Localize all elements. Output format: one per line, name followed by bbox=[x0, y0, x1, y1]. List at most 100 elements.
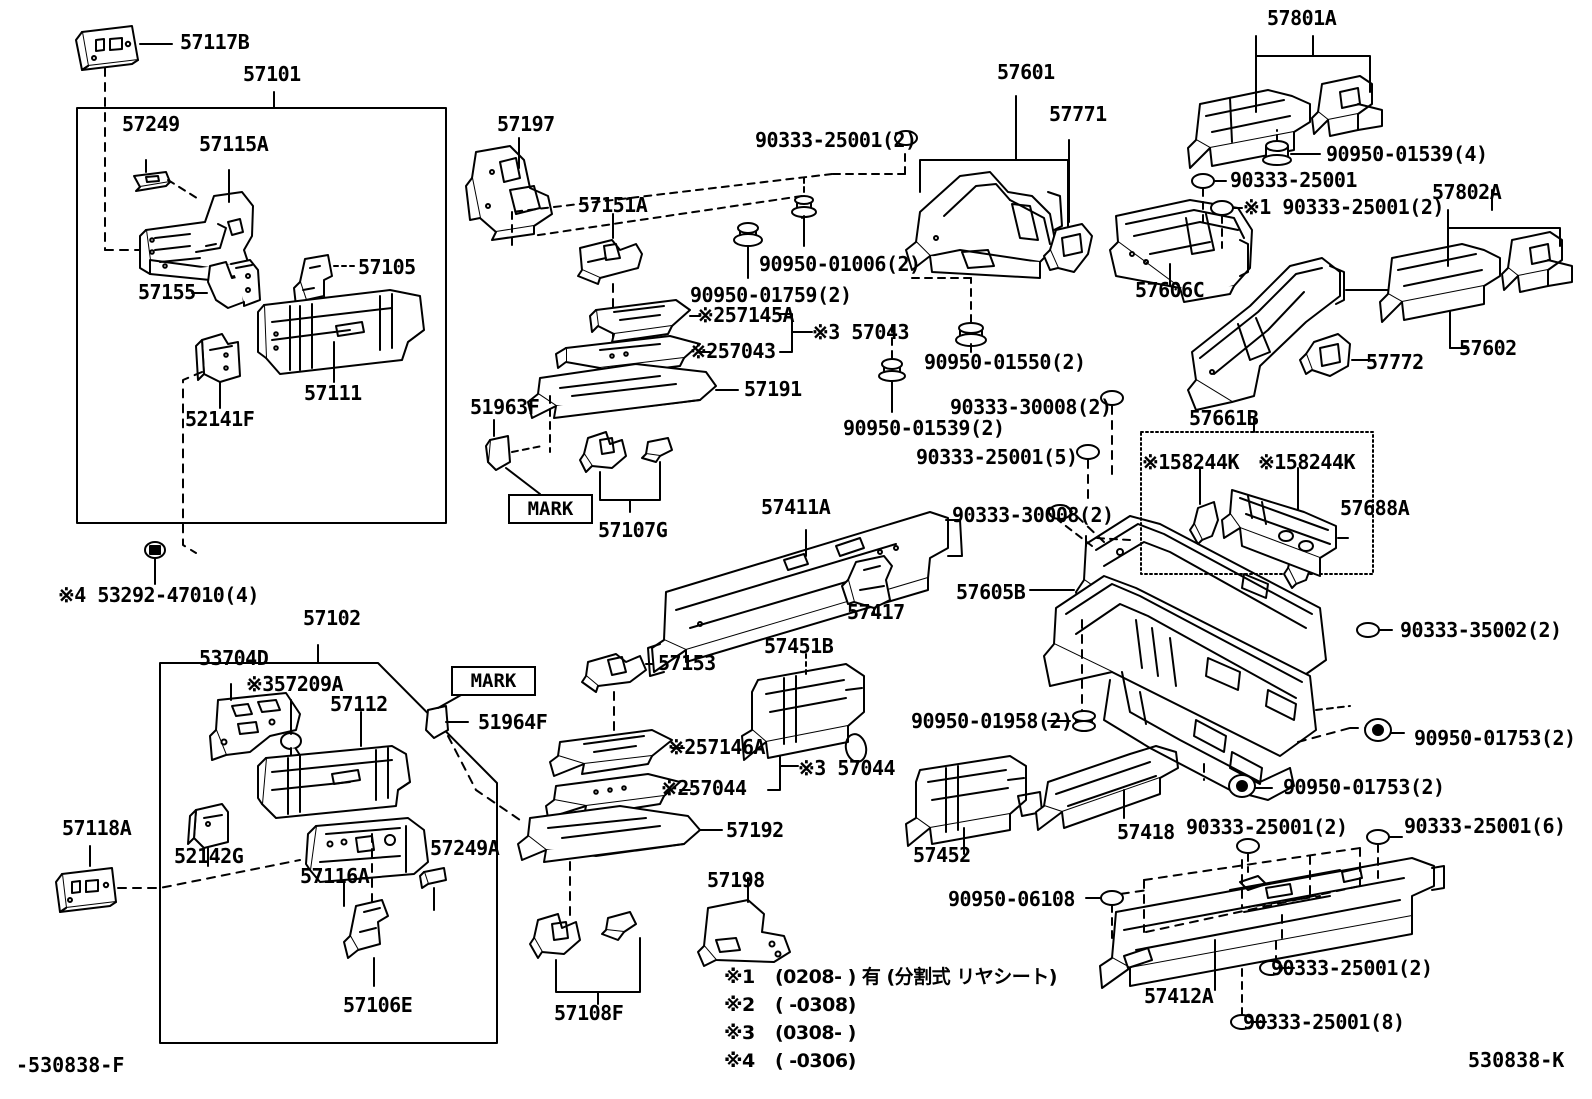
fastener-shape-90333-25001-6 bbox=[1366, 829, 1390, 845]
part-shape-57688A bbox=[1221, 489, 1337, 577]
part-label-57106E: 57106E bbox=[343, 993, 413, 1017]
part-label-57044-a: ※257044 bbox=[661, 776, 747, 800]
part-label-53292-47010: ※4 53292-47010(4) bbox=[58, 583, 259, 607]
part-label-57117B: 57117B bbox=[180, 30, 250, 54]
part-label-57801A: 57801A bbox=[1267, 6, 1337, 30]
part-label-57772: 57772 bbox=[1366, 350, 1424, 374]
mark-box-right: MARK bbox=[451, 666, 536, 696]
fastener-label-f17: 90333-25001(6) bbox=[1404, 814, 1566, 838]
fastener-label-f12: ※1 90333-25001(2) bbox=[1243, 195, 1444, 219]
part-label-57191: 57191 bbox=[744, 377, 802, 401]
part-shape-57107G bbox=[579, 431, 627, 473]
part-shape-57605B bbox=[1043, 515, 1327, 801]
part-shape-53292-nut bbox=[144, 541, 166, 559]
part-label-57115A: 57115A bbox=[199, 132, 269, 156]
part-label-51964F: 51964F bbox=[478, 710, 548, 734]
fastener-shape-90950-01550-2 bbox=[955, 322, 987, 347]
part-shape-51964F bbox=[425, 705, 449, 739]
footnote-2-text: ( -0308) bbox=[775, 994, 856, 1016]
part-label-57043-a: ※257043 bbox=[690, 339, 776, 363]
part-shape-57772 bbox=[1299, 333, 1351, 377]
part-shape-53704D bbox=[209, 692, 301, 761]
part-shape-57107G-b bbox=[641, 437, 673, 463]
part-shape-57108F bbox=[529, 913, 581, 959]
part-shape-57044a bbox=[545, 773, 681, 819]
fastener-shape-90333-25001-single bbox=[1191, 173, 1215, 189]
part-label-57192: 57192 bbox=[726, 818, 784, 842]
fastener-shape-90333-25001-2d bbox=[1210, 200, 1234, 216]
part-label-57249A: 57249A bbox=[430, 836, 500, 860]
part-shape-58244K-a bbox=[1189, 501, 1219, 545]
part-shape-57192 bbox=[517, 805, 701, 863]
fastener-shape-90950-01759-2 bbox=[733, 222, 763, 247]
part-label-57418: 57418 bbox=[1117, 820, 1175, 844]
part-shape-57801A bbox=[1187, 89, 1311, 169]
part-label-57771: 57771 bbox=[1049, 102, 1107, 126]
part-shape-57153 bbox=[581, 653, 647, 693]
diagram-code-left: -530838-F bbox=[16, 1053, 125, 1077]
fastener-shape-90950-06108 bbox=[1100, 890, 1124, 906]
part-shape-57115A bbox=[139, 191, 254, 281]
part-label-57605B: 57605B bbox=[956, 580, 1026, 604]
part-label-57111: 57111 bbox=[304, 381, 362, 405]
part-label-57155: 57155 bbox=[138, 280, 196, 304]
footnote-3-text: (0308- ) bbox=[775, 1022, 856, 1044]
part-label-57197: 57197 bbox=[497, 112, 555, 136]
part-shape-57043a bbox=[555, 335, 701, 377]
part-label-57153: 57153 bbox=[658, 651, 716, 675]
fastener-shape-90950-01539-2 bbox=[878, 358, 906, 382]
part-label-57101: 57101 bbox=[243, 62, 301, 86]
part-shape-57105 bbox=[293, 254, 333, 311]
part-shape-52141F bbox=[195, 333, 241, 383]
fastener-label-f16: 90333-25001(2) bbox=[1186, 815, 1348, 839]
fastener-label-f6: 90333-30008(2) bbox=[950, 395, 1112, 419]
part-shape-57249A bbox=[419, 867, 447, 889]
fastener-label-f11: 90333-25001 bbox=[1230, 168, 1357, 192]
part-label-53704D: 53704D bbox=[199, 646, 269, 670]
part-label-57412A: 57412A bbox=[1144, 984, 1214, 1008]
part-label-57249: 57249 bbox=[122, 112, 180, 136]
part-label-57198: 57198 bbox=[707, 868, 765, 892]
part-label-52141F: 52141F bbox=[185, 407, 255, 431]
part-label-57102: 57102 bbox=[303, 606, 361, 630]
fastener-label-f3: 90950-01759(2) bbox=[690, 283, 852, 307]
mark-box-left: MARK bbox=[508, 494, 593, 524]
fastener-shape-90950-01958-2 bbox=[1072, 710, 1096, 732]
fastener-label-f5: 90950-01539(2) bbox=[843, 416, 1005, 440]
part-shape-57198 bbox=[697, 899, 791, 967]
part-label-57145A: ※257145A bbox=[697, 303, 795, 327]
part-shape-57197 bbox=[465, 145, 553, 241]
part-label-58244K-b: ※158244K bbox=[1258, 450, 1356, 474]
fastener-label-f7: 90333-25001(5) bbox=[916, 445, 1078, 469]
fastener-label-f10: 90950-01539(4) bbox=[1326, 142, 1488, 166]
diagram-code-right: 530838-K bbox=[1468, 1048, 1565, 1072]
part-label-57417: 57417 bbox=[847, 600, 905, 624]
fastener-shape-90950-01539-4 bbox=[1262, 140, 1292, 166]
footnote-1-text: (0208- ) 有 (分割式 リヤシート) bbox=[775, 966, 1057, 988]
part-label-57209A: ※357209A bbox=[246, 672, 344, 696]
part-label-58244K-a: ※158244K bbox=[1142, 450, 1240, 474]
part-shape-57191 bbox=[527, 363, 717, 419]
part-label-52142G: 52142G bbox=[174, 844, 244, 868]
footnote-4-text: ( -0306) bbox=[775, 1050, 856, 1072]
part-label-57116A: 57116A bbox=[300, 864, 370, 888]
part-label-57107G: 57107G bbox=[598, 518, 668, 542]
fastener-shape-90333-25001-5 bbox=[1076, 444, 1100, 460]
fastener-shape-90950-01006-2 bbox=[791, 195, 817, 218]
part-label-57146A: ※257146A bbox=[668, 735, 766, 759]
part-label-57452: 57452 bbox=[913, 843, 971, 867]
fastener-label-f13: 90333-35002(2) bbox=[1400, 618, 1562, 642]
footnote-4-mark: ※4 bbox=[724, 1050, 755, 1072]
part-label-57105: 57105 bbox=[358, 255, 416, 279]
part-shape-57802A-b bbox=[1501, 231, 1573, 293]
part-label-51963F: 51963F bbox=[470, 395, 540, 419]
fastener-label-f8: 90333-30008(2) bbox=[952, 503, 1114, 527]
part-shape-57151A bbox=[577, 239, 643, 285]
part-shape-57801A-b bbox=[1311, 75, 1383, 137]
part-shape-57155 bbox=[207, 259, 261, 309]
fastener-shape-90950-01753-2b bbox=[1228, 774, 1256, 798]
footnote-3-mark: ※3 bbox=[724, 1022, 755, 1044]
part-shape-51963F bbox=[485, 435, 511, 471]
part-label-57411A: 57411A bbox=[761, 495, 831, 519]
fastener-label-f1: 90333-25001(2) bbox=[755, 128, 917, 152]
